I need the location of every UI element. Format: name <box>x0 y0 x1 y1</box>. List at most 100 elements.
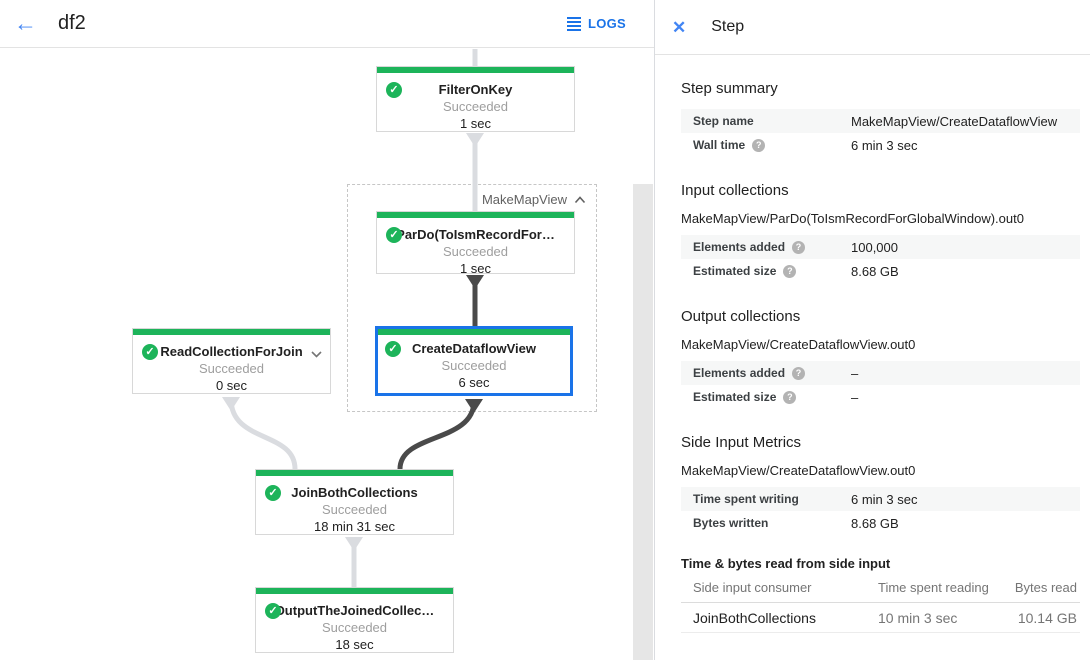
edge-filteronkey-to-pardo <box>466 133 484 211</box>
node-title: OutputTheJoinedCollec… <box>274 603 435 618</box>
side-input-cell: 10 min 3 sec <box>878 609 958 626</box>
node-status: Succeeded <box>442 99 509 114</box>
chevron-up-icon <box>574 195 586 203</box>
node-status-bar <box>133 329 330 335</box>
node-status-bar <box>377 67 574 73</box>
succeeded-check-icon: ✓ <box>386 82 402 98</box>
metric-label-wrap: Estimated size? <box>693 264 851 278</box>
node-time: 6 sec <box>458 375 490 390</box>
section-heading: Side Input Metrics <box>681 434 802 451</box>
metric-label-wrap: Step name <box>693 114 851 128</box>
metric-value: 8.68 GB <box>851 515 899 531</box>
back-arrow-icon[interactable]: ← <box>14 10 37 36</box>
side-input-table-heading: Time & bytes read from side input <box>681 556 891 571</box>
metric-row: Estimated size?8.68 GB <box>681 259 1080 283</box>
node-status: Succeeded <box>321 502 388 517</box>
node-status: Succeeded <box>321 620 388 635</box>
node-time: 0 sec <box>215 378 248 393</box>
metric-label: Elements added <box>693 240 786 254</box>
metric-label: Time spent writing <box>693 492 799 506</box>
help-icon[interactable]: ? <box>792 240 806 254</box>
toolbar: ← df2 LOGS <box>0 0 654 48</box>
job-graph-canvas: MakeMapView <box>0 49 654 660</box>
succeeded-check-icon: ✓ <box>386 227 402 243</box>
node-time: 1 sec <box>459 116 492 131</box>
metric-label-wrap: Elements added? <box>693 240 851 254</box>
metric-row: Bytes written 8.68 GB <box>681 511 1080 535</box>
metric-value: 6 min 3 sec <box>851 137 918 153</box>
section-heading: Input collections <box>681 182 789 199</box>
section-heading: Step summary <box>681 80 778 97</box>
metric-value: – <box>851 389 859 405</box>
metric-row: Wall time? 6 min 3 sec <box>681 133 1080 157</box>
edge-pardo-to-createdataflowview <box>466 275 484 326</box>
section-heading: Output collections <box>681 308 801 325</box>
help-icon[interactable]: ? <box>783 264 797 278</box>
metric-row: Time spent writing 6 min 3 sec <box>681 487 1080 511</box>
column-header: Side input consumer <box>693 580 812 595</box>
collection-name: MakeMapView/CreateDataflowView.out0 <box>681 463 916 478</box>
logs-button-label: LOGS <box>587 16 626 31</box>
metric-value: 6 min 3 sec <box>851 491 918 507</box>
metric-label: Bytes written <box>693 516 769 530</box>
help-icon[interactable]: ? <box>792 366 806 380</box>
node-title: ParDo(ToIsmRecordFor… <box>396 227 555 242</box>
metric-value: 8.68 GB <box>851 263 899 279</box>
metric-label: Estimated size <box>693 390 777 404</box>
metric-value: – <box>851 365 859 381</box>
step-panel-header: ✕ Step <box>655 0 1090 55</box>
node-title: JoinBothCollections <box>291 485 418 500</box>
collection-name: MakeMapView/ParDo(ToIsmRecordForGlobalWi… <box>681 211 1024 226</box>
edge-joinbothcollections-to-outputthejoined <box>345 537 363 587</box>
logs-button[interactable]: LOGS <box>566 16 626 31</box>
expand-node-chevron-down-icon[interactable] <box>311 345 322 363</box>
help-icon[interactable]: ? <box>783 390 797 404</box>
column-header: Time spent reading <box>878 580 989 595</box>
group-collapse-toggle[interactable]: MakeMapView <box>482 192 586 207</box>
collection-name: MakeMapView/CreateDataflowView.out0 <box>681 337 916 352</box>
list-icon <box>566 16 581 31</box>
group-label: MakeMapView <box>481 192 567 207</box>
metric-label: Wall time <box>693 138 746 152</box>
side-input-cell: 10.14 GB <box>1017 609 1077 626</box>
succeeded-check-icon: ✓ <box>265 485 281 501</box>
metric-row: Elements added?100,000 <box>681 235 1080 259</box>
edge-readcollectionforjoin-to-joinbothcollections <box>222 397 298 470</box>
node-title: FilterOnKey <box>438 82 513 97</box>
side-input-table-header-row: Side input consumer Time spent reading Byt… <box>681 573 1080 603</box>
metric-value: MakeMapView/CreateDataflowView <box>851 113 1058 129</box>
metric-row: Elements added?– <box>681 361 1080 385</box>
metric-label-wrap: Bytes written <box>693 516 851 530</box>
node-status-bar <box>378 329 570 335</box>
metric-label-wrap: Time spent writing <box>693 492 851 506</box>
node-status: Succeeded <box>198 361 265 376</box>
graph-scrollbar-thumb[interactable] <box>633 184 653 660</box>
edge-createdataflowview-to-joinbothcollections <box>397 399 483 470</box>
node-time: 18 sec <box>335 637 374 652</box>
help-icon[interactable]: ? <box>752 138 766 152</box>
metric-label: Elements added <box>693 366 786 380</box>
node-title: CreateDataflowView <box>411 341 537 356</box>
succeeded-check-icon: ✓ <box>385 341 401 357</box>
metric-label-wrap: Elements added? <box>693 366 851 380</box>
succeeded-check-icon: ✓ <box>142 344 158 360</box>
close-icon[interactable]: ✕ <box>672 17 687 37</box>
node-status: Succeeded <box>442 244 509 259</box>
metric-label: Estimated size <box>693 264 777 278</box>
column-header: Bytes read <box>1014 580 1077 595</box>
